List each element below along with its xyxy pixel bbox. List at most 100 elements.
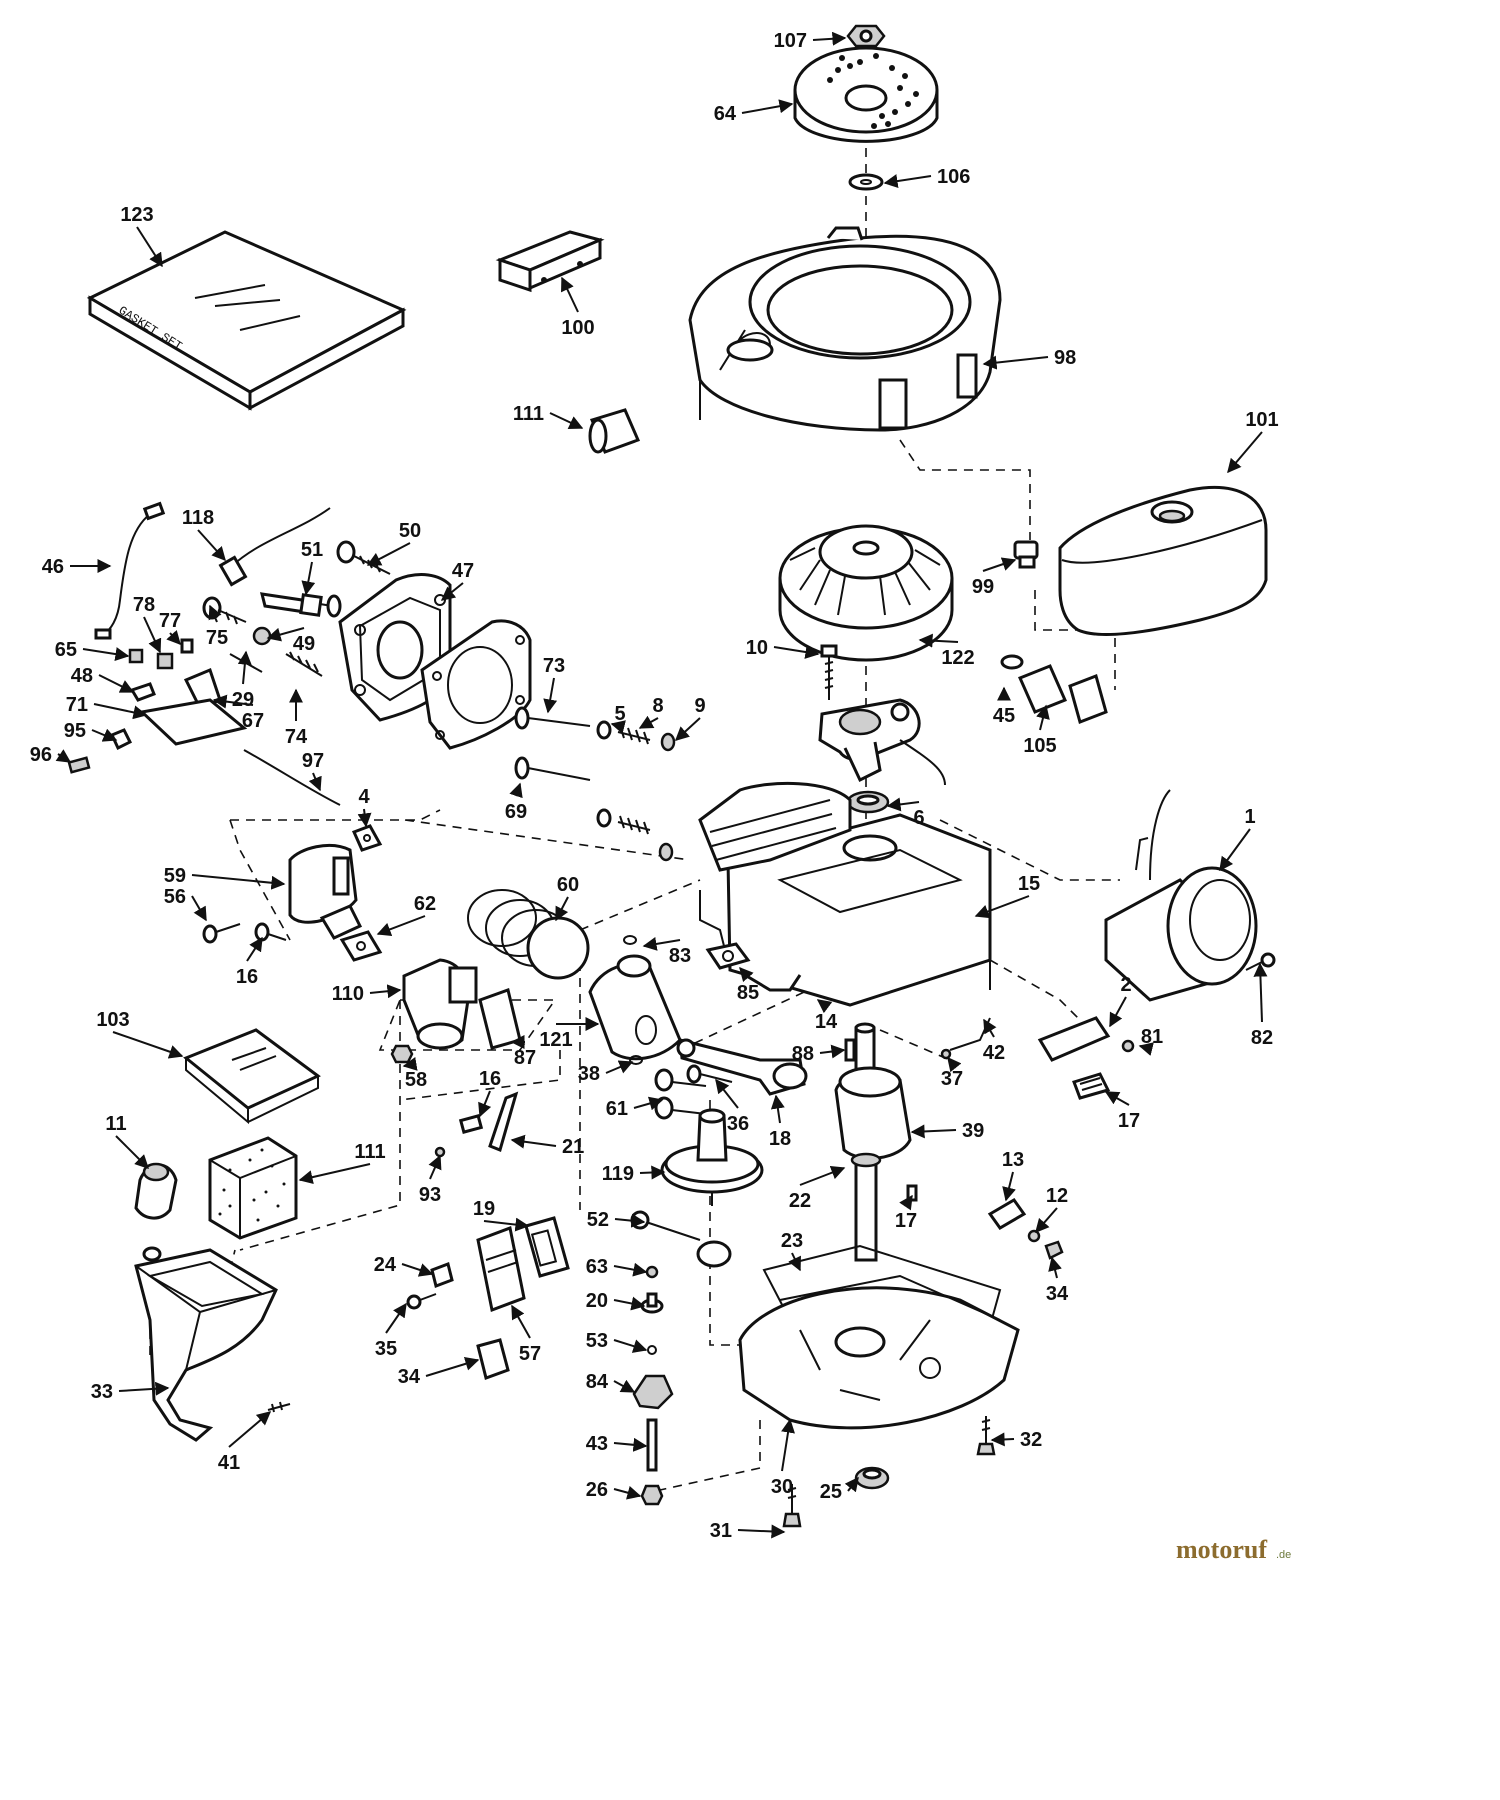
fuel-line-95 — [1018, 664, 1108, 724]
callout-arrow-2 — [1109, 996, 1127, 1028]
callout-arrow-8 — [638, 715, 659, 729]
callout-arrow-59 — [191, 874, 286, 890]
callout-arrow-88 — [819, 1044, 846, 1059]
callout-arrow-31 — [737, 1524, 786, 1539]
callout-label-71: 71 — [66, 694, 88, 716]
diagram-canvas: GASKET SET — [30, 24, 1291, 1564]
callout-arrow-36 — [715, 1078, 739, 1109]
breather-53 — [476, 1225, 526, 1313]
callout-arrow-12 — [1035, 1207, 1058, 1234]
camshaft-22 — [660, 1108, 764, 1206]
control-parts — [67, 638, 341, 806]
callout-label-47: 47 — [452, 560, 474, 582]
callout-label-99: 99 — [972, 576, 994, 598]
callout-label-25: 25 — [820, 1481, 842, 1503]
callout-label-110: 110 — [332, 983, 364, 1005]
callout-label-65: 65 — [55, 639, 77, 661]
callout-label-14: 14 — [815, 1011, 838, 1033]
washer-48 — [252, 626, 272, 646]
callout-arrow-61 — [633, 1096, 664, 1111]
screw-43 — [267, 1401, 291, 1413]
callout-arrow-47 — [440, 582, 464, 601]
callout-arrow-24 — [401, 1263, 434, 1277]
callout-arrow-9 — [674, 717, 701, 741]
bolt-49 — [202, 596, 247, 625]
callout-arrow-65 — [82, 647, 130, 661]
callout-arrow-21 — [510, 1134, 557, 1149]
washer-8b — [596, 808, 612, 828]
plate-81 — [1037, 1016, 1111, 1062]
bushing-35 — [640, 1292, 664, 1314]
callout-label-121: 121 — [539, 1029, 572, 1051]
gasket-59 — [351, 824, 383, 852]
callout-label-51: 51 — [301, 539, 323, 561]
callout-label-31: 31 — [710, 1520, 732, 1542]
muffler-101 — [1058, 485, 1268, 637]
callout-label-26: 26 — [586, 1479, 608, 1501]
callout-arrow-33 — [118, 1381, 170, 1396]
callout-arrow-49 — [266, 627, 305, 642]
callout-label-43: 43 — [586, 1433, 608, 1455]
screw-57 — [406, 1293, 437, 1310]
callout-label-100: 100 — [561, 317, 594, 339]
starter-56 — [1104, 789, 1258, 1002]
callout-label-39: 39 — [962, 1120, 984, 1142]
callout-label-62: 62 — [414, 893, 436, 915]
callout-arrow-20 — [613, 1296, 646, 1311]
boot-111 — [134, 1162, 178, 1220]
callout-label-23: 23 — [781, 1230, 803, 1252]
callout-label-30: 30 — [771, 1476, 793, 1498]
callout-label-17: 17 — [1118, 1110, 1140, 1132]
callout-arrow-62 — [376, 915, 426, 937]
callout-arrow-110 — [369, 984, 402, 999]
screw-45 — [820, 644, 838, 700]
callout-arrow-119 — [639, 1165, 666, 1180]
callout-arrow-32 — [990, 1432, 1015, 1447]
bolt-30 — [976, 1416, 996, 1456]
callout-label-56: 56 — [164, 886, 186, 908]
callout-label-52: 52 — [587, 1209, 609, 1231]
callout-label-41: 41 — [218, 1452, 240, 1474]
screw-82 — [1121, 1039, 1135, 1053]
callout-arrow-5 — [610, 720, 626, 734]
label-61 — [1072, 1072, 1111, 1100]
watermark: motoruf .de — [1176, 1535, 1291, 1564]
callout-label-96: 96 — [30, 744, 52, 766]
callout-arrow-25 — [844, 1476, 859, 1493]
flywheel-122 — [778, 524, 954, 662]
callout-arrow-106 — [883, 174, 932, 189]
callout-label-74: 74 — [285, 726, 308, 748]
oil-slinger-23 — [630, 1210, 732, 1268]
callout-label-81: 81 — [1141, 1026, 1163, 1048]
callout-arrow-39 — [910, 1124, 957, 1139]
callout-label-49: 49 — [293, 633, 315, 655]
nut-77 — [156, 652, 174, 670]
callout-arrow-1 — [1219, 828, 1251, 872]
callout-arrow-42 — [983, 1018, 997, 1038]
filter-element-93 — [208, 1136, 298, 1240]
callout-arrow-17 — [1104, 1091, 1130, 1106]
callout-label-58: 58 — [405, 1069, 427, 1091]
callout-label-33: 33 — [91, 1381, 113, 1403]
callout-label-46: 46 — [42, 556, 64, 578]
blower-housing-98 — [688, 226, 1002, 432]
ignition-module-122 — [818, 698, 946, 786]
callout-label-63: 63 — [586, 1256, 608, 1278]
callout-arrow-85 — [739, 966, 754, 983]
callout-arrow-29 — [237, 650, 252, 685]
callout-label-42: 42 — [983, 1042, 1005, 1064]
callout-arrow-111 — [549, 412, 584, 429]
callout-label-2: 2 — [1120, 974, 1131, 996]
callout-label-6: 6 — [913, 807, 924, 829]
callout-arrow-19 — [483, 1217, 530, 1232]
callout-label-24: 24 — [374, 1254, 397, 1276]
callout-label-105: 105 — [1023, 735, 1056, 757]
callout-arrow-118 — [197, 529, 226, 562]
callout-arrow-16 — [246, 936, 263, 962]
callout-label-8: 8 — [652, 695, 663, 717]
callout-arrow-15 — [974, 895, 1030, 919]
callout-label-103: 103 — [96, 1009, 129, 1031]
callout-label-18: 18 — [769, 1128, 791, 1150]
callout-label-111: 111 — [354, 1141, 385, 1163]
